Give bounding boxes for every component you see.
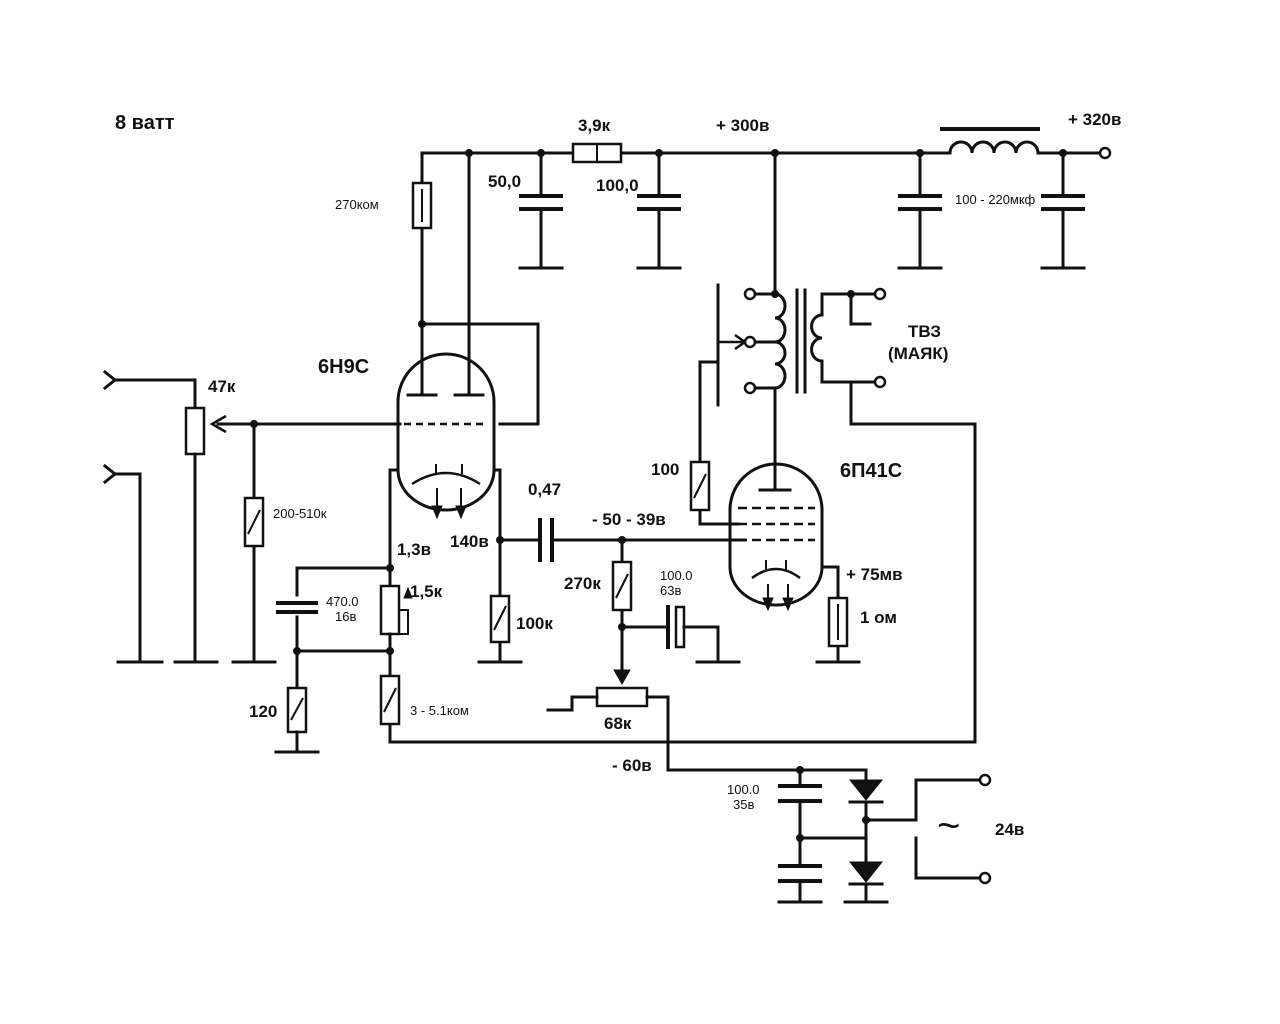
label-tube-driver: 6Н9С	[318, 356, 370, 378]
label-r-120: 120	[249, 702, 278, 721]
power-rail	[420, 146, 1112, 160]
label-c2: 100,0	[596, 176, 639, 195]
potentiometer-47k	[173, 406, 402, 664]
label-r-drop: 3,9к	[578, 116, 611, 135]
cathode-network	[274, 422, 977, 754]
label-c-bias-2: 63в	[660, 583, 682, 598]
label-r-sense: 1 ом	[860, 608, 897, 627]
label-tube-output: 6П41С	[840, 460, 903, 482]
label-pot-in: 47к	[208, 377, 236, 396]
inductor	[940, 127, 1040, 155]
label-v320: + 320в	[1068, 110, 1122, 129]
label-v300: + 300в	[716, 116, 770, 135]
input-jacks	[102, 369, 197, 664]
bias-supply	[777, 766, 992, 904]
label-v-bias: - 50 - 39в	[592, 510, 666, 529]
capacitor-filter-1	[897, 151, 943, 270]
label-v-ac: 24в	[995, 820, 1025, 839]
output-stage	[689, 360, 861, 664]
label-c-cath-1: 470.0	[326, 594, 359, 609]
label-c-ps-1: 100.0	[727, 782, 760, 797]
output-transformer	[716, 151, 887, 426]
label-r-cath-pot: 1,5к	[410, 582, 443, 601]
label-transformer-1: ТВЗ	[908, 322, 942, 341]
resistor-100k	[477, 536, 523, 664]
label-v-cath-out: + 75мв	[846, 565, 903, 584]
label-c1: 50,0	[488, 172, 522, 191]
label-r-load: 100к	[516, 614, 553, 633]
ac-symbol: ~	[937, 804, 961, 848]
label-v-neg: - 60в	[612, 756, 652, 775]
bias-network	[546, 538, 802, 772]
capacitor-filter-2	[1040, 151, 1086, 270]
capacitor-50	[518, 151, 564, 270]
label-r-fb: 3 - 5.1ком	[410, 703, 469, 718]
label-c-couple: 0,47	[528, 480, 562, 499]
resistor-grid	[231, 422, 277, 664]
label-v-plate: 140в	[450, 532, 489, 551]
label-c-filter: 100 - 220мкф	[955, 192, 1036, 207]
label-pot-bias: 68к	[604, 714, 632, 733]
label-c-ps-2: 35в	[733, 797, 755, 812]
driver-stage	[388, 151, 540, 587]
diagram-title: 8 ватт	[115, 112, 175, 134]
label-r-screen: 100	[651, 460, 680, 479]
label-v-cath: 1,3в	[397, 540, 432, 559]
label-transformer-2: (МАЯК)	[888, 344, 949, 363]
label-r-g1: 270к	[564, 574, 601, 593]
label-c-cath-2: 16в	[335, 609, 357, 624]
capacitor-100	[636, 151, 682, 270]
label-r-grid: 200-510к	[273, 506, 327, 521]
label-c-bias-1: 100.0	[660, 568, 693, 583]
label-r-plate: 270ком	[335, 197, 379, 212]
